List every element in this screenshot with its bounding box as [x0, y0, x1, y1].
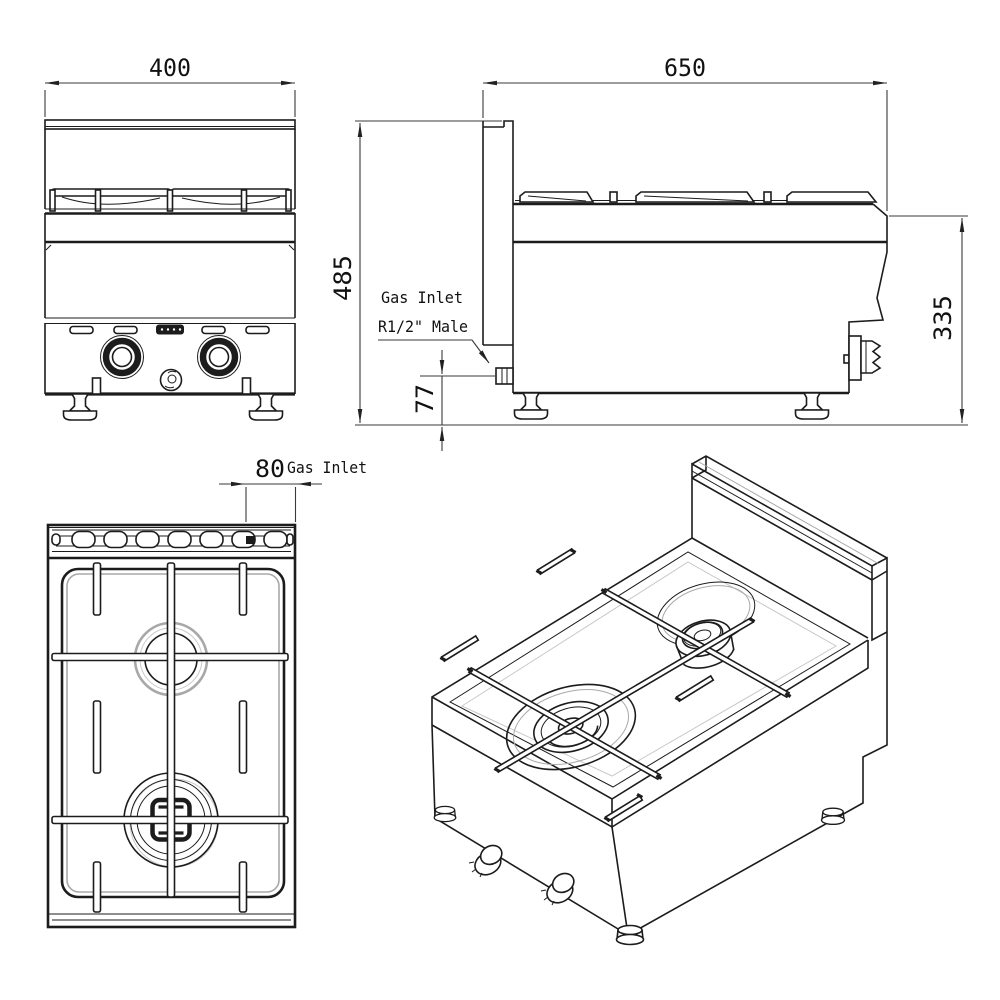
dimension-body-height: 335 [889, 215, 968, 423]
front-leg-right [248, 393, 284, 421]
vent-slot [201, 325, 226, 335]
dimension-total-height: 485 [329, 120, 502, 423]
side-pan-supports [519, 191, 878, 203]
side-control-knob [843, 335, 882, 381]
side-hob [513, 200, 887, 244]
side-leg-front [794, 392, 830, 420]
top-view: 80 Gas Inlet [46, 455, 367, 929]
front-pan-supports [49, 188, 292, 212]
gas-inlet-label-top: Gas Inlet [287, 458, 367, 477]
front-leg-left [62, 393, 98, 421]
gas-inlet-label-line2: R1/2" Male [378, 317, 468, 336]
dimension-inlet-height: 77 [411, 350, 495, 451]
gas-inlet-label-line1: Gas Inlet [381, 288, 463, 307]
gas-inlet-label-side: Gas Inlet R1/2" Male [378, 288, 490, 364]
dimension-front-width: 400 [44, 54, 296, 117]
control-knob-left [101, 336, 144, 379]
top-backsplash-slots [48, 527, 295, 560]
front-body [44, 242, 296, 324]
side-leg-rear [513, 392, 549, 420]
iso-grate [439, 547, 792, 823]
side-gas-inlet-fitting [495, 367, 514, 385]
front-hob-band [44, 208, 296, 244]
dim-label-inlet-offset: 80 [255, 455, 285, 483]
top-grate [51, 562, 289, 913]
vent-slot [245, 325, 270, 335]
front-backsplash [44, 119, 296, 209]
dimension-side-depth: 650 [482, 54, 888, 211]
piezo-igniter [159, 368, 183, 392]
dim-label-body-height: 335 [929, 295, 957, 341]
dimension-inlet-offset: 80 Gas Inlet [219, 455, 367, 522]
side-backsplash [482, 120, 514, 393]
iso-backsplash [691, 455, 888, 642]
panel-bracket-left [91, 377, 102, 395]
front-view: 400 [44, 54, 296, 421]
dim-label-total-height: 485 [329, 255, 357, 301]
panel-badge [156, 324, 184, 335]
iso-knob-1 [468, 841, 506, 880]
front-control-panel [44, 323, 296, 396]
control-knob-right [198, 336, 241, 379]
dim-label-front-width: 400 [149, 54, 191, 82]
gas-inlet-leader [471, 339, 490, 364]
isometric-view [431, 455, 888, 946]
top-gas-inlet-mark [246, 536, 255, 544]
side-view: 650 485 335 77 Gas Inlet R1/2" Male [329, 54, 968, 451]
vent-slot [113, 325, 138, 335]
dim-label-side-depth: 650 [664, 54, 706, 82]
vent-slot [69, 325, 94, 335]
iso-foot-front [615, 924, 645, 946]
dim-label-inlet-height: 77 [411, 384, 439, 414]
panel-bracket-right [241, 377, 252, 395]
top-body-bottom-edge [48, 913, 295, 921]
side-body [483, 203, 888, 395]
